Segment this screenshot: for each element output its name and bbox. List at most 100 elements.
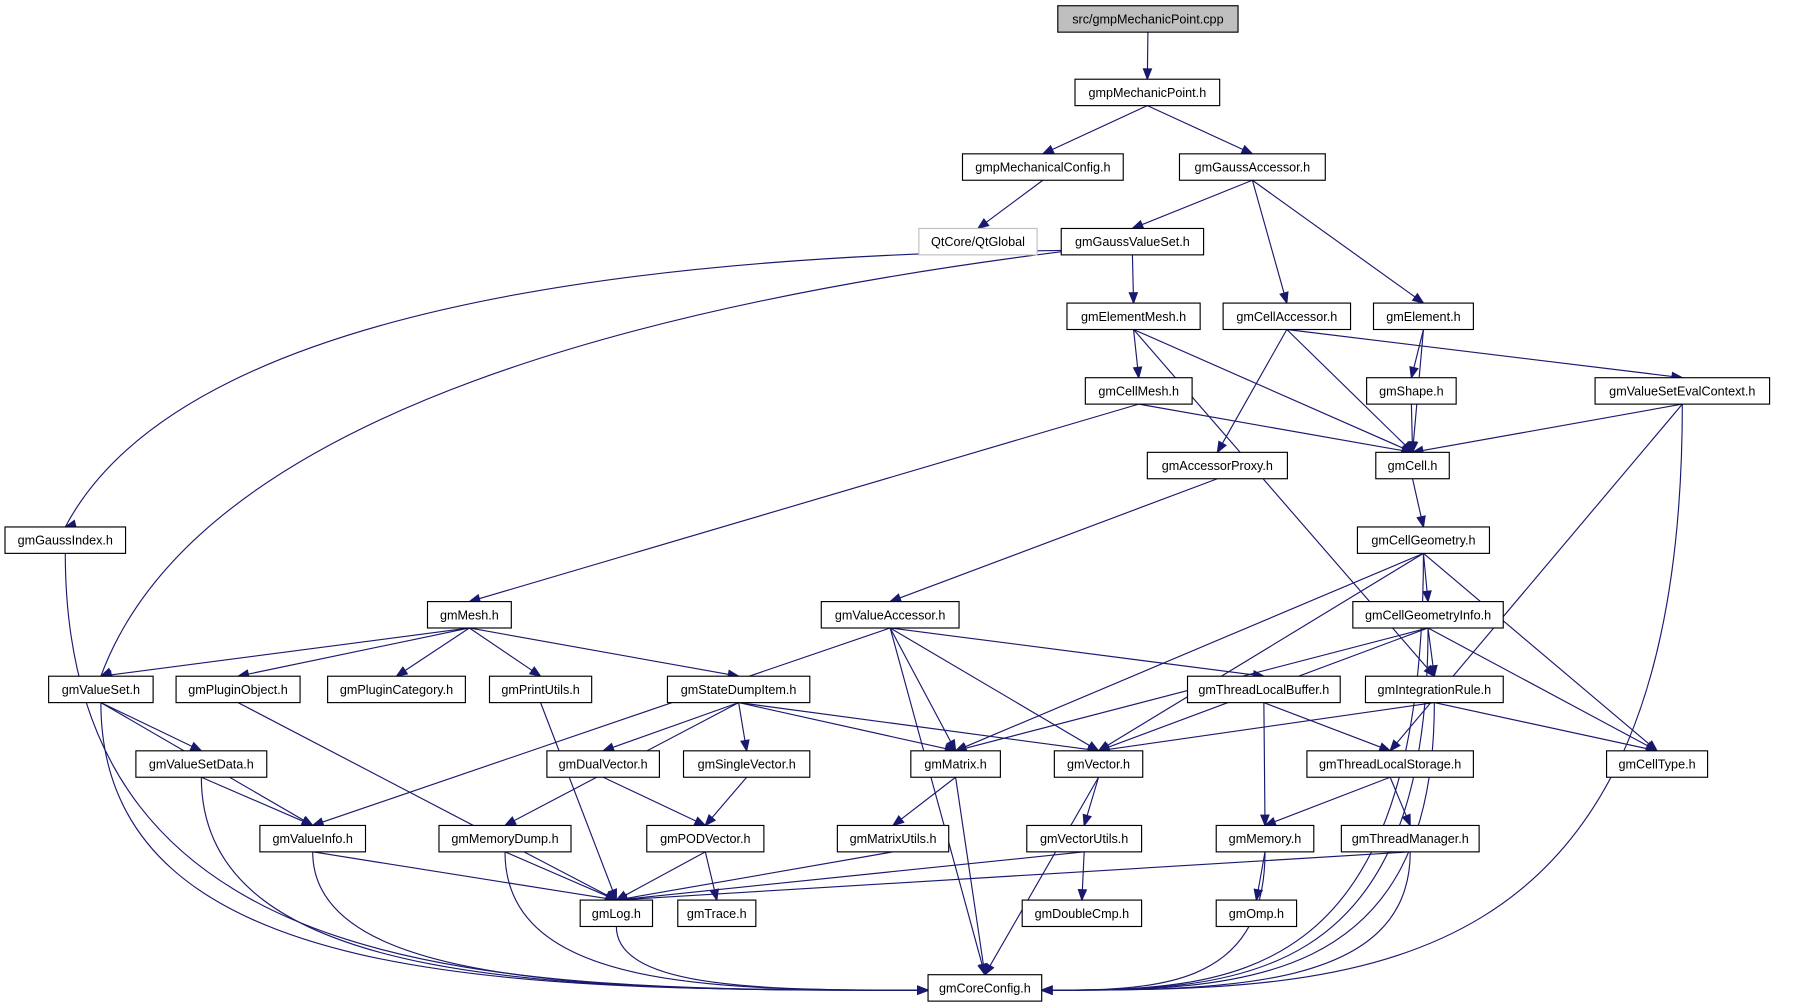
node-label: gmIntegrationRule.h	[1378, 683, 1492, 697]
edge-po-log	[237, 702, 617, 901]
node-sdi[interactable]: gmStateDumpItem.h	[666, 675, 811, 704]
arrowhead-icon	[1411, 292, 1425, 305]
node-label: gmStateDumpItem.h	[681, 683, 797, 697]
node-el[interactable]: gmElement.h	[1372, 302, 1474, 331]
node-tls[interactable]: gmThreadLocalStorage.h	[1306, 750, 1474, 778]
edge-sdi-vec	[738, 702, 1099, 752]
node-box	[1372, 302, 1474, 331]
node-mem[interactable]: gmMemory.h	[1215, 824, 1315, 853]
node-pod[interactable]: gmPODVector.h	[646, 824, 765, 853]
node-box	[677, 899, 757, 928]
node-label: gmTrace.h	[687, 907, 747, 921]
node-tm[interactable]: gmThreadManager.h	[1340, 824, 1480, 853]
node-box	[1066, 302, 1201, 331]
node-dc[interactable]: gmDoubleCmp.h	[1021, 899, 1143, 928]
node-dv[interactable]: gmDualVector.h	[546, 750, 660, 778]
node-box	[1021, 899, 1143, 928]
arrowhead-icon	[1142, 68, 1153, 81]
node-gvs[interactable]: gmGaussValueSet.h	[1060, 227, 1205, 256]
node-label: gmpMechanicalConfig.h	[975, 161, 1110, 175]
node-cgi[interactable]: gmCellGeometryInfo.h	[1352, 601, 1504, 629]
arrowhead-icon	[528, 666, 542, 678]
node-vsd[interactable]: gmValueSetData.h	[135, 750, 268, 778]
node-box	[438, 824, 572, 853]
node-tlb[interactable]: gmThreadLocalBuffer.h	[1186, 675, 1341, 704]
node-gi[interactable]: gmGaussIndex.h	[4, 526, 127, 554]
node-mesh[interactable]: gmMesh.h	[426, 601, 512, 629]
node-box	[1053, 750, 1144, 778]
node-log[interactable]: gmLog.h	[579, 899, 654, 928]
node-label: gmValueSet.h	[62, 683, 140, 697]
edge-gvs-vs	[100, 249, 1073, 677]
node-ir[interactable]: gmIntegrationRule.h	[1364, 675, 1504, 704]
node-omp[interactable]: gmOmp.h	[1215, 899, 1298, 928]
node-em[interactable]: gmElementMesh.h	[1066, 302, 1201, 331]
node-vi[interactable]: gmValueInfo.h	[259, 824, 367, 853]
node-label: gmValueSetEvalContext.h	[1609, 384, 1755, 398]
node-qt[interactable]: QtCore/QtGlobal	[918, 227, 1038, 256]
node-box	[1186, 675, 1341, 704]
node-cm[interactable]: gmCellMesh.h	[1084, 377, 1193, 405]
node-box	[910, 750, 1001, 778]
node-pu[interactable]: gmPrintUtils.h	[488, 675, 593, 704]
arrowhead-icon	[1409, 365, 1419, 380]
node-md[interactable]: gmMemoryDump.h	[438, 824, 572, 853]
node-pc[interactable]: gmPluginCategory.h	[327, 675, 466, 704]
node-sv[interactable]: gmSingleVector.h	[682, 750, 811, 778]
node-cc[interactable]: gmCoreConfig.h	[927, 974, 1043, 1002]
edge-cg-mat	[955, 552, 1424, 752]
edge-ga-gvs	[1132, 179, 1253, 229]
edge-mat-cc	[955, 777, 986, 975]
node-cell[interactable]: gmCell.h	[1375, 451, 1450, 480]
node-sh[interactable]: gmShape.h	[1366, 377, 1457, 405]
arrowhead-icon	[1041, 144, 1055, 155]
node-ct[interactable]: gmCellType.h	[1605, 750, 1709, 778]
edge-vs-vsd	[100, 702, 202, 752]
edge-va-mat	[889, 627, 957, 752]
edge-mp-mc	[1042, 105, 1148, 155]
arrowhead-icon	[1040, 985, 1053, 996]
node-po[interactable]: gmPluginObject.h	[175, 675, 301, 704]
arrowhead-icon	[1128, 292, 1139, 305]
node-cg[interactable]: gmCellGeometry.h	[1356, 526, 1491, 554]
node-ca[interactable]: gmCellAccessor.h	[1222, 302, 1352, 331]
edge-tls-mem	[1264, 776, 1391, 826]
node-box	[1074, 78, 1221, 107]
node-ap[interactable]: gmAccessorProxy.h	[1146, 451, 1288, 480]
node-vs[interactable]: gmValueSet.h	[48, 675, 154, 704]
arrowhead-icon	[1077, 888, 1088, 902]
node-box	[927, 974, 1043, 1002]
node-mc[interactable]: gmpMechanicalConfig.h	[961, 153, 1124, 181]
node-va[interactable]: gmValueAccessor.h	[820, 601, 960, 629]
node-box	[666, 675, 811, 704]
edge-va-vi	[312, 627, 891, 827]
edge-vu-log	[616, 851, 1085, 901]
arrowhead-icon	[311, 817, 325, 827]
node-box	[426, 601, 512, 629]
node-box	[682, 750, 811, 778]
node-vsec[interactable]: gmValueSetEvalContext.h	[1594, 377, 1771, 405]
node-label: gmThreadLocalBuffer.h	[1198, 683, 1329, 697]
edge-tlb-tls	[1263, 702, 1391, 752]
node-label: gmMemoryDump.h	[451, 832, 558, 846]
edge-sdi-mat	[738, 702, 956, 752]
node-tr[interactable]: gmTrace.h	[677, 899, 757, 928]
edges-layer	[63, 32, 1684, 996]
node-label: gmVectorUtils.h	[1040, 832, 1128, 846]
node-box	[1340, 824, 1480, 853]
edge-ga-el	[1252, 179, 1424, 304]
node-mat[interactable]: gmMatrix.h	[910, 750, 1001, 778]
node-vu[interactable]: gmVectorUtils.h	[1026, 824, 1143, 853]
node-label: gmDoubleCmp.h	[1035, 907, 1130, 921]
node-vec[interactable]: gmVector.h	[1053, 750, 1144, 778]
node-ga[interactable]: gmGaussAccessor.h	[1178, 153, 1326, 181]
node-mu[interactable]: gmMatrixUtils.h	[836, 824, 950, 853]
node-box	[1352, 601, 1504, 629]
node-mp[interactable]: gmpMechanicPoint.h	[1074, 78, 1221, 107]
edge-mesh-pu	[469, 627, 541, 677]
edge-mesh-po	[237, 627, 470, 677]
edge-vsd-vi	[201, 776, 313, 826]
node-box	[918, 227, 1038, 256]
arrowhead-icon	[1378, 742, 1392, 752]
node-cpp[interactable]: src/gmpMechanicPoint.cpp	[1057, 5, 1239, 33]
